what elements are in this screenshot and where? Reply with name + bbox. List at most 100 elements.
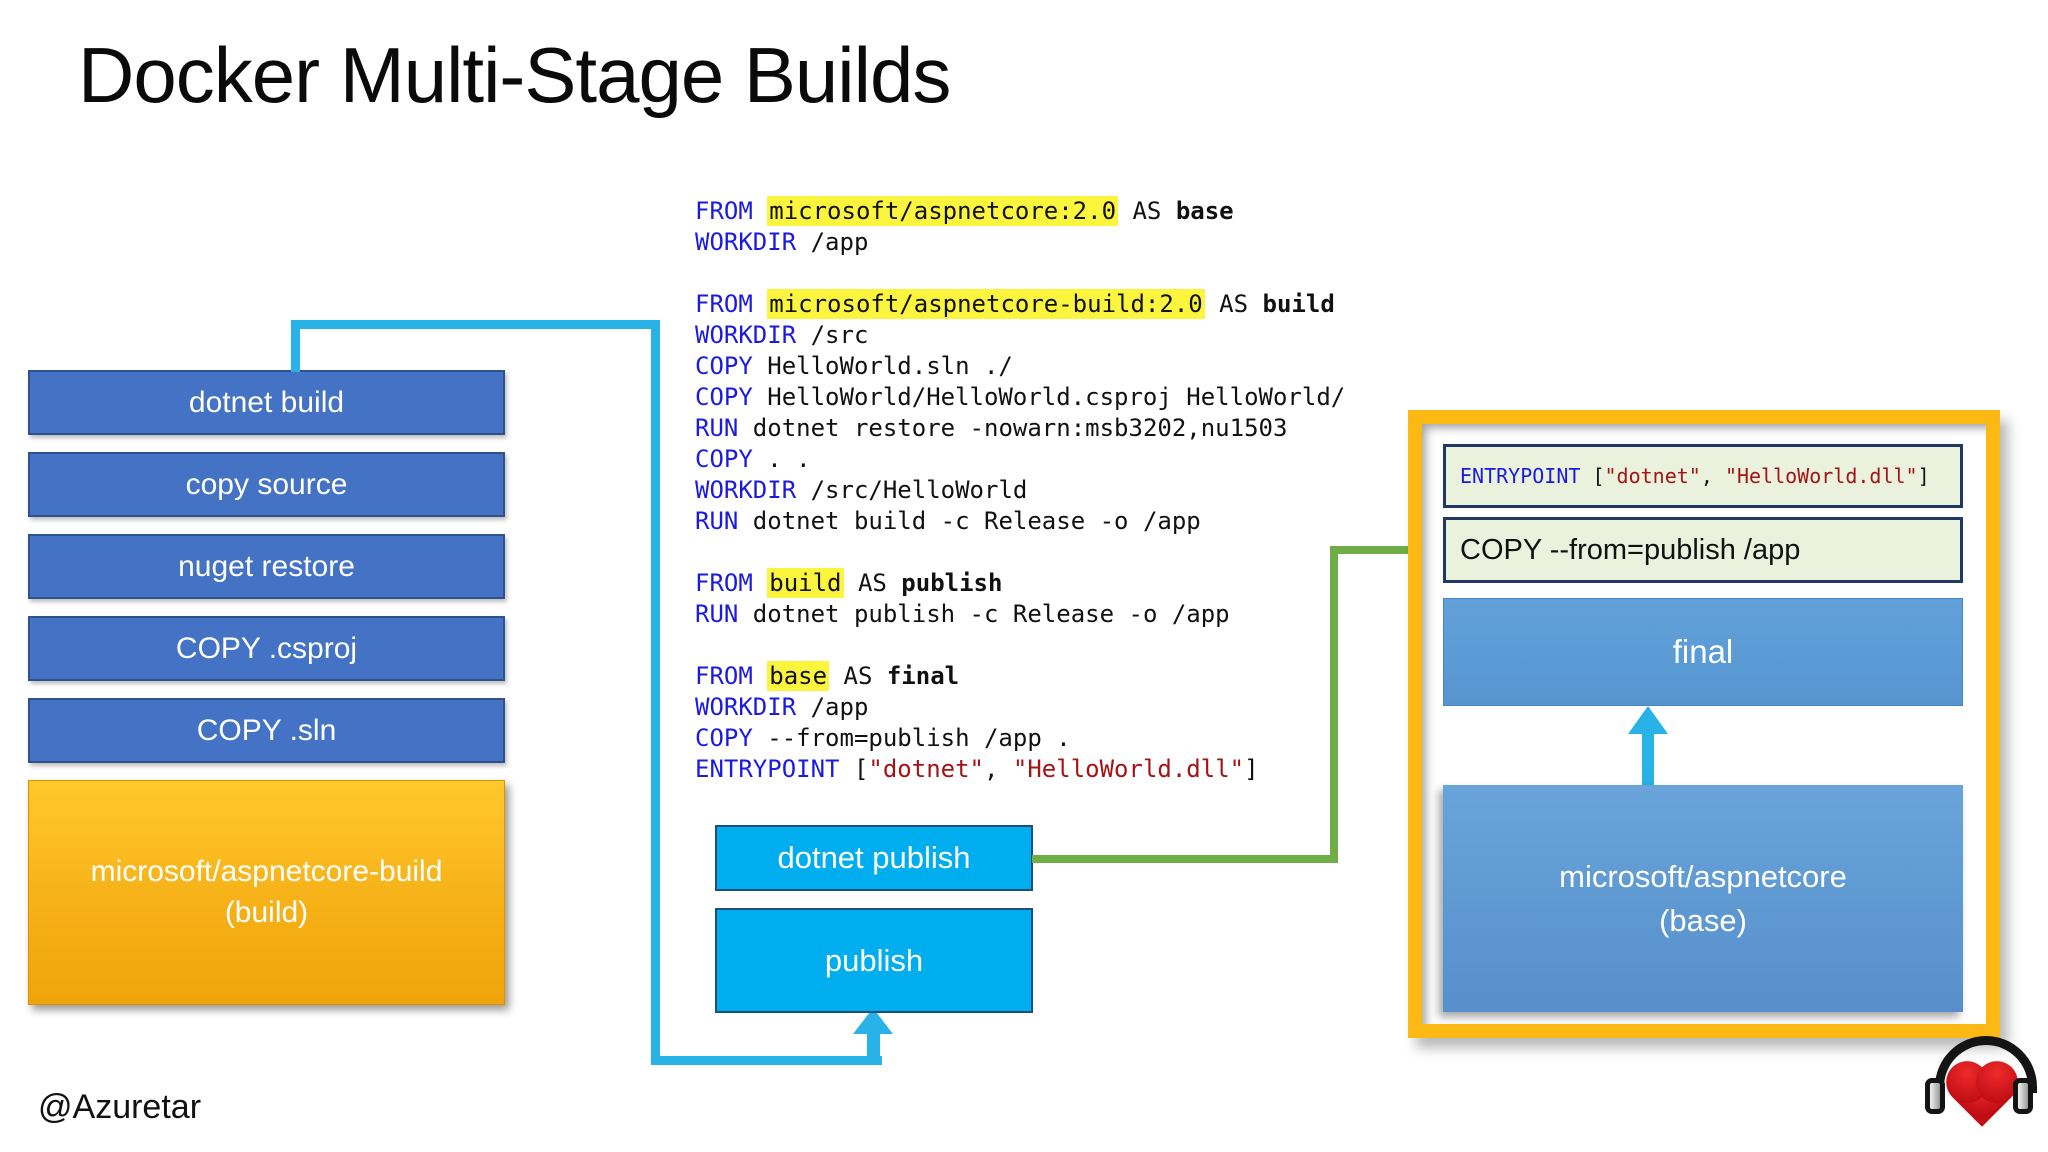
code-segment: base [767,661,830,691]
code-segment: /app [796,693,869,721]
code-segment: microsoft/aspnetcore-build:2.0 [767,289,1205,319]
code-segment: ] [1244,755,1259,783]
code-segment: AS [1118,197,1176,225]
code-segment: , [1700,464,1725,488]
stack-layer-copy-source: copy source [28,452,505,517]
connector-cyan-bottom-horizontal [651,1056,882,1065]
headphones-earcup-icon [2013,1078,2033,1114]
code-segment: HelloWorld.sln ./ [752,352,1013,380]
connector-cyan-left-vertical [291,320,300,372]
connector-cyan-top-horizontal [291,320,660,329]
code-segment: , [984,755,1013,783]
base-image-box: microsoft/aspnetcore (base) [1443,785,1963,1012]
code-segment: RUN [695,600,739,628]
code-line: RUN dotnet publish -c Release -o /app [695,599,1345,630]
stack-layer-nuget-restore: nuget restore [28,534,505,599]
slide-title: Docker Multi-Stage Builds [78,31,951,119]
code-line: FROM build AS publish [695,568,1345,599]
code-segment: FROM [695,290,753,318]
publish-box: publish [715,908,1033,1013]
heart-headphones-logo [1925,1032,2037,1147]
build-base-image-name: microsoft/aspnetcore-build [90,855,443,888]
code-segment: . . [752,445,811,473]
code-line: COPY . . [695,444,1345,475]
code-segment: AS [829,662,887,690]
code-segment: AS [1204,290,1263,318]
code-segment: dotnet build -c Release -o /app [738,507,1201,535]
code-segment [753,569,767,597]
connector-green-vertical [1330,546,1338,863]
code-segment: build [767,568,844,598]
code-segment: COPY [695,352,753,380]
final-stage-box: final [1443,598,1963,706]
code-segment: ENTRYPOINT [695,755,840,783]
code-line: RUN dotnet build -c Release -o /app [695,506,1345,537]
code-segment: "dotnet" [868,755,984,783]
code-segment: /src [796,321,869,349]
connector-green-bottom-horizontal [1032,855,1338,863]
entrypoint-note: ENTRYPOINT ["dotnet", "HelloWorld.dll"] [1443,444,1963,508]
code-segment: final [886,662,960,690]
code-line: FROM microsoft/aspnetcore:2.0 AS base [695,196,1345,227]
code-line: FROM microsoft/aspnetcore-build:2.0 AS b… [695,289,1345,320]
heart-icon [1952,1067,2012,1127]
base-image-name: microsoft/aspnetcore [1559,859,1847,895]
code-segment: WORKDIR [695,228,797,256]
up-arrow-icon [1628,706,1668,734]
build-base-image-box: microsoft/aspnetcore-build (build) [28,780,505,1005]
code-segment: AS [843,569,902,597]
code-segment: WORKDIR [695,693,797,721]
dotnet-publish-label: dotnet publish [777,840,971,875]
code-segment [753,290,767,318]
code-segment: dotnet restore -nowarn:msb3202,nu1503 [738,414,1288,442]
code-segment: publish [901,569,1003,597]
dotnet-publish-box: dotnet publish [715,825,1033,891]
code-segment: WORKDIR [695,321,797,349]
code-line: WORKDIR /app [695,227,1345,258]
code-segment: COPY [695,383,753,411]
code-segment: RUN [695,414,739,442]
copy-from-publish-label: COPY --from=publish /app [1460,533,1801,566]
code-segment: microsoft/aspnetcore:2.0 [767,196,1119,226]
code-line: COPY HelloWorld.sln ./ [695,351,1345,382]
code-segment: RUN [695,507,739,535]
copy-from-publish-note: COPY --from=publish /app [1443,517,1963,583]
code-segment: COPY [695,724,753,752]
code-line: COPY HelloWorld/HelloWorld.csproj HelloW… [695,382,1345,413]
code-segment: FROM [695,569,753,597]
code-line: WORKDIR /app [695,692,1345,723]
author-handle: @Azuretar [38,1088,202,1126]
code-segment: ] [1917,464,1930,488]
code-segment: --from=publish /app . [752,724,1071,752]
code-segment: /src/HelloWorld [796,476,1028,504]
code-segment [753,197,767,225]
publish-label: publish [824,942,924,978]
base-image-stage: (base) [1659,902,1747,938]
code-segment: [ [1580,464,1605,488]
build-stack: dotnet build copy source nuget restore C… [28,370,505,1005]
code-line [695,258,1345,289]
code-segment: /app [796,228,869,256]
code-segment: "dotnet" [1604,464,1701,488]
code-line: ENTRYPOINT ["dotnet", "HelloWorld.dll"] [695,754,1345,785]
code-segment: dotnet publish -c Release -o /app [738,600,1230,628]
code-line: WORKDIR /src/HelloWorld [695,475,1345,506]
stack-layer-copy-sln: COPY .sln [28,698,505,763]
final-stage-label: final [1672,633,1734,670]
code-line: RUN dotnet restore -nowarn:msb3202,nu150… [695,413,1345,444]
code-line: COPY --from=publish /app . [695,723,1345,754]
connector-green-top-horizontal [1330,546,1415,554]
stack-layer-copy-csproj: COPY .csproj [28,616,505,681]
code-segment: COPY [695,445,753,473]
code-segment: [ [839,755,869,783]
code-segment [753,662,767,690]
code-segment: "HelloWorld.dll" [1724,464,1918,488]
code-segment: HelloWorld/HelloWorld.csproj HelloWorld/ [752,383,1346,411]
stack-layer-dotnet-build: dotnet build [28,370,505,435]
code-line [695,630,1345,661]
code-segment: WORKDIR [695,476,797,504]
up-arrow-shaft [1642,730,1654,785]
code-segment: "HelloWorld.dll" [1012,755,1245,783]
code-line: WORKDIR /src [695,320,1345,351]
